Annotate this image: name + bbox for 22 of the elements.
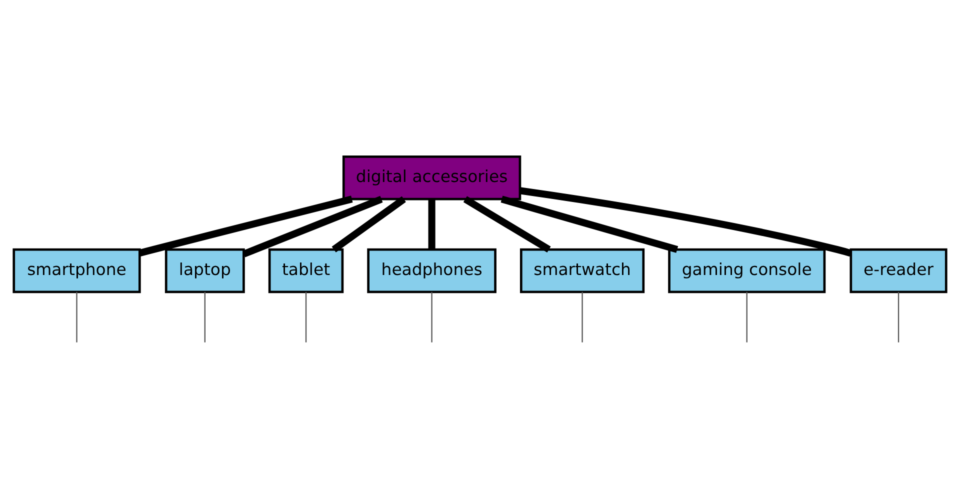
connector: [242, 196, 383, 258]
node-box: smartphone: [12, 248, 141, 294]
connector: [898, 292, 900, 342]
node-box: smartwatch: [520, 248, 645, 294]
connector: [204, 292, 206, 342]
connector: [500, 196, 678, 253]
node-box: tablet: [268, 248, 344, 294]
node-box: headphones: [367, 248, 496, 294]
node-box: digital accessories: [342, 156, 522, 200]
node-box: laptop: [164, 248, 245, 294]
node-box: gaming console: [668, 248, 826, 294]
connector: [463, 196, 551, 253]
connector: [519, 187, 852, 257]
connector: [431, 292, 432, 342]
node-box: e-reader: [850, 248, 948, 294]
connector: [746, 292, 748, 342]
connector: [76, 292, 78, 342]
connector: [582, 292, 583, 342]
connector: [138, 196, 353, 256]
connector: [305, 292, 307, 342]
connector: [428, 199, 436, 250]
connector: [332, 196, 406, 252]
